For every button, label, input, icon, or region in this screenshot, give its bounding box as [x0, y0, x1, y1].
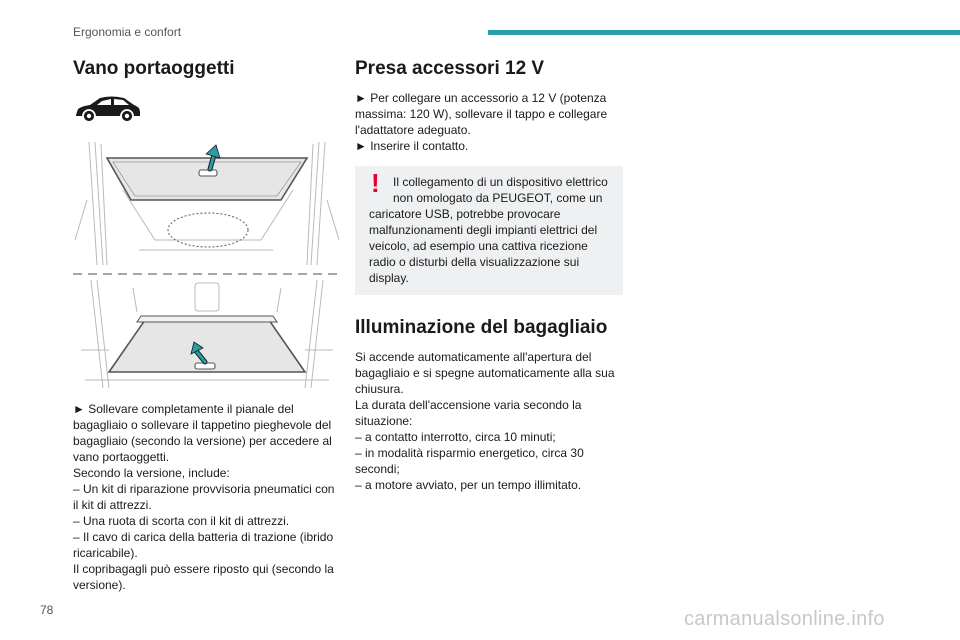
paragraph: Il copribagagli può essere riposto qui (… [73, 562, 334, 592]
trunk-floor-illustration [73, 141, 341, 389]
list-item: – in modalità risparmio energetico, circ… [355, 446, 584, 476]
list-item: – a contatto interrotto, circa 10 minuti… [355, 430, 556, 444]
running-header: Ergonomia e confort [73, 25, 182, 39]
warning-text-line: non omologato da PEUGEOT, come un [393, 191, 603, 205]
list-item: – a motore avviato, per un tempo illimit… [355, 478, 582, 492]
paragraph: ► Sollevare completamente il pianale del… [73, 402, 332, 464]
section-title-12v-socket: Presa accessori 12 V [355, 58, 545, 79]
warning-text-line: Il collegamento di un dispositivo elettr… [393, 175, 608, 189]
paragraph: La durata dell'accensione varia secondo … [355, 398, 582, 428]
list-item: – Il cavo di carica della batteria di tr… [73, 530, 334, 560]
left-column: Vano portaoggetti [73, 58, 341, 593]
car-side-icon [76, 96, 140, 123]
up-arrow-icon [205, 144, 221, 172]
warning-icon: ! [371, 168, 380, 198]
paragraph: Secondo la versione, include: [73, 466, 230, 480]
watermark: carmanualsonline.info [684, 608, 885, 630]
instruction-step: ► Per collegare un accessorio a 12 V (po… [355, 91, 608, 137]
page-number: 78 [40, 603, 54, 617]
paragraph: Si accende automaticamente all'apertura … [355, 350, 615, 396]
section-title-trunk-lighting: Illuminazione del bagagliaio [355, 317, 608, 338]
warning-text: caricatore USB, potrebbe provocare malfu… [369, 207, 598, 285]
list-item: – Una ruota di scorta con il kit di attr… [73, 514, 290, 528]
section-title-storage: Vano portaoggetti [73, 58, 235, 79]
list-item: – Un kit di riparazione provvisoria pneu… [73, 482, 335, 512]
warning-box: ! Il collegamento di un dispositivo elet… [355, 166, 623, 295]
instruction-step: ► Inserire il contatto. [355, 139, 469, 153]
right-column: Presa accessori 12 V ► Per collegare un … [355, 58, 623, 493]
header-accent-bar [488, 30, 960, 35]
up-arrow-icon [190, 341, 208, 365]
